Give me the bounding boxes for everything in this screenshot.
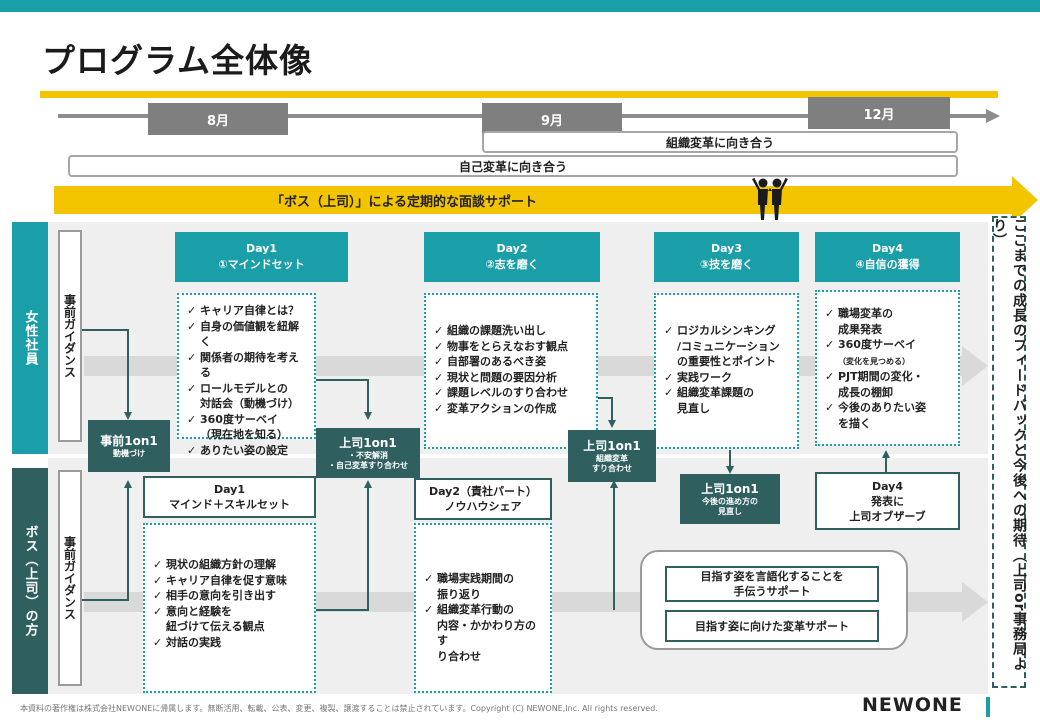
session-title: Day1 [213,483,246,496]
boss-day1-content: 現状の組織方針の理解 キャリア自律を促す意味 相手の意向を引き出す 意向と経験を… [143,523,316,693]
month-aug: 8月 [148,103,288,135]
support-banner-arrow [54,186,1014,214]
women-day3-content: ロジカルシンキング /コミュニケーション の重要性とポイント 実践ワーク 組織変… [654,293,799,449]
title-underline [40,91,998,98]
list-item: 組織の課題洗い出し [434,323,588,339]
node-title: 事前1on1 [100,433,158,448]
day4-subtitle: ④自信の獲得 [855,258,920,271]
list-item: キャリア自律を促す意味 [153,573,306,589]
node-title: 上司1on1 [701,481,759,496]
pre-1on1-node: 事前1on1 動機づけ [88,420,170,472]
boss-1on1-node-2: 上司1on1 組織変革 すり合わせ [568,430,656,482]
boss-day4-session: Day4 発表に 上司オブザーブ [815,472,960,530]
list-item: ありたい姿の設定 [187,443,306,459]
list-item: ロジカルシンキング /コミュニケーション の重要性とポイント [664,323,789,370]
lane-label-boss: ボス（上司）の方 [12,468,48,694]
boss-day1-session: Day1 マインド＋スキルセット [143,476,316,518]
month-dec: 12月 [808,97,950,129]
day4-title: Day4 [871,242,904,255]
support-box-transformation: 目指す姿に向けた変革サポート [665,610,879,642]
day2-title: Day2 [496,242,528,255]
day1-subtitle: ①マインドセット [218,258,305,271]
node-subtitle: 今後の進め方の 見直し [702,496,758,516]
guidance-women: 事前ガイダンス [58,230,82,442]
day4-header: Day4 ④自信の獲得 [815,232,960,282]
lane-label-women: 女性社員 [12,222,48,454]
list-item: 相手の意向を引き出す [153,588,306,604]
list-item: 職場変革の 成果発表 [825,306,950,337]
boss-1on1-node-1: 上司1on1 ・不安解消 ・自己変革すり合わせ [316,428,420,478]
list-item: 今後のありたい姿 を描く [825,400,950,431]
day3-title: Day3 [710,242,743,255]
list-item-note: （変化を見つめる） [838,356,910,366]
session-line1: Day4 [871,479,904,493]
list-item: 360度サーベイ （現在地を知る） [187,412,306,443]
page-title: プログラム全体像 [42,41,314,80]
list-item: 現状の組織方針の理解 [153,557,306,573]
boss-day2-content: 職場実践期間の 振り返り 組織変革行動の 内容・かかわり方のす り合わせ [414,523,552,693]
session-line3: 上司オブザーブ [849,509,926,523]
top-accent-bar [0,0,1040,12]
support-banner-text: 「ボス（上司）」による定期的な面談サポート [270,194,538,210]
list-item: 組織変革課題の 見直し [664,385,789,416]
phase-self: 自己変革に向き合う [68,155,958,177]
node-title: 上司1on1 [339,435,397,450]
list-item: 職場実践期間の 振り返り [424,571,542,602]
day2-subtitle: ②志を磨く [485,258,539,271]
feedback-panel: ここまでの成長のフィードバックと今後への期待（上司or事務局より） [991,216,1027,688]
day3-header: Day3 ③技を磨く [654,232,799,282]
women-day1-content: キャリア自律とは？ 自身の価値観を紐解く 関係者の期待を考える ロールモデルとの… [177,293,316,458]
node-subtitle: ・不安解消 ・自己変革すり合わせ [328,450,408,470]
boss-1on1-node-3: 上司1on1 今後の進め方の 見直し [680,474,780,524]
month-sep: 9月 [482,103,622,135]
copyright-footer: 本資料の著作権は株式会社NEWONEに帰属します。無断活用、転載、公表、変更、複… [20,704,658,713]
boss-day2-session: Day2（責社パート） ノウハウシェア [414,478,552,520]
support-box-verbalize: 目指す姿を言語化することを 手伝うサポート [665,566,879,602]
list-item: 自部署のあるべき姿 [434,354,588,370]
list-item: 自身の価値観を紐解く [187,319,306,350]
session-line2: 発表に [871,494,904,508]
session-title: Day2（責社パート） [428,485,538,498]
timeline-arrow-head [986,109,1000,123]
list-item-text: 360度サーベイ [838,338,916,351]
newone-logo: NEWONE [862,694,963,716]
logo-accent-bar [986,697,990,717]
list-item: キャリア自律とは？ [187,303,306,319]
list-item: 物事をとらえなおす観点 [434,339,588,355]
list-item: 現状と問題の要因分析 [434,370,588,386]
women-day4-content: 職場変革の 成果発表 360度サーベイ （変化を見つめる） PJT期間の変化・ 成… [815,290,960,446]
day1-title: Day1 [245,242,278,255]
list-item: 実践ワーク [664,370,789,386]
node-title: 上司1on1 [583,438,641,453]
list-item: ロールモデルとの 対話会（動機づけ） [187,381,306,412]
list-item: 対話の実践 [153,635,306,651]
list-item: PJT期間の変化・ 成長の棚卸 [825,369,950,400]
list-item: 360度サーベイ （変化を見つめる） [825,337,950,369]
boss-lane-arrow-head [962,582,988,622]
day1-header: Day1 ①マインドセット [175,232,348,282]
session-subtitle: マインド＋スキルセット [169,498,290,511]
list-item: 関係者の期待を考える [187,350,306,381]
people-cheering-icon [752,178,788,220]
list-item: 課題レベルのすり合わせ [434,385,588,401]
day2-header: Day2 ②志を磨く [424,232,600,282]
phase-organization: 組織変革に向き合う [482,131,958,153]
session-subtitle: ノウハウシェア [444,500,522,513]
list-item: 組織変革行動の 内容・かかわり方のす り合わせ [424,602,542,664]
list-item: 意向と経験を 紐づけて伝える観点 [153,604,306,635]
list-item: 変革アクションの作成 [434,401,588,417]
guidance-boss: 事前ガイダンス [58,470,82,686]
women-lane-arrow-head [962,346,988,386]
node-subtitle: 組織変革 すり合わせ [592,453,632,473]
node-subtitle: 動機づけ [113,448,145,458]
day3-subtitle: ③技を磨く [699,258,754,271]
women-day2-content: 組織の課題洗い出し 物事をとらえなおす観点 自部署のあるべき姿 現状と問題の要因… [424,293,598,449]
